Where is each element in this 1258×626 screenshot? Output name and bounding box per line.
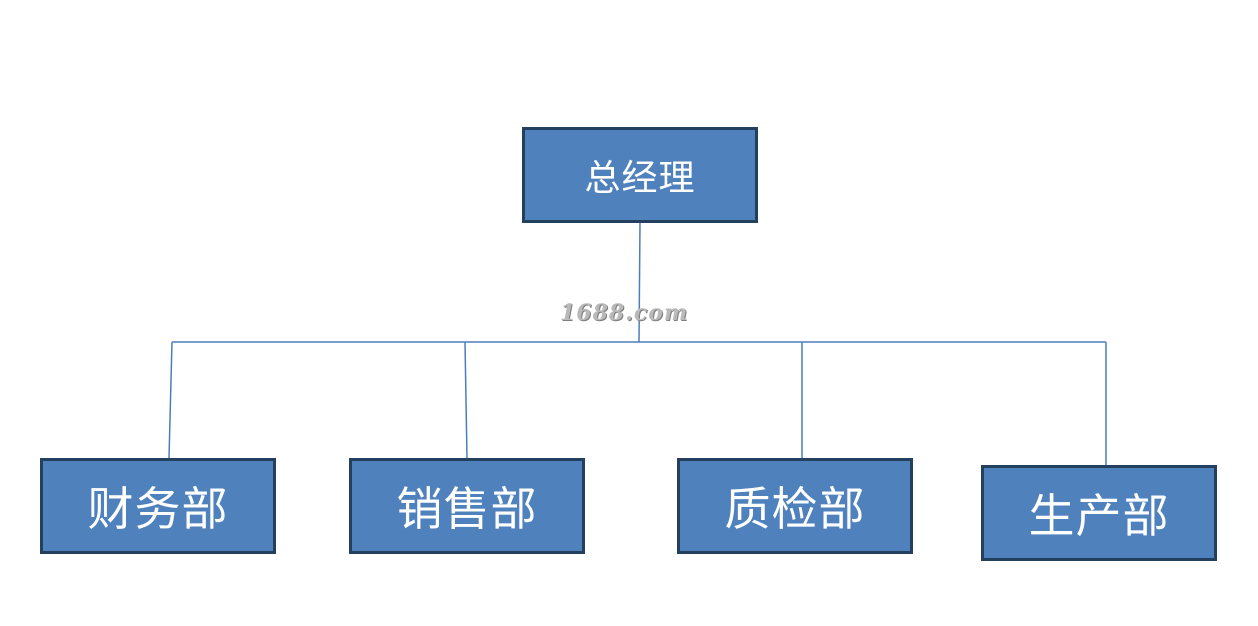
node-sales-dept-label: 销售部 [396,482,538,536]
node-sales-dept: 销售部 [349,458,585,554]
connector-finance [168,341,173,459]
connector-sales [464,341,468,459]
node-general-manager-label: 总经理 [584,158,696,199]
node-general-manager: 总经理 [522,127,758,223]
node-quality-dept: 质检部 [677,458,913,554]
node-production-dept-label: 生产部 [1028,489,1170,543]
node-production-dept: 生产部 [981,465,1217,561]
node-finance-dept: 财务部 [40,458,276,554]
node-finance-dept-label: 财务部 [87,482,229,536]
watermark: 1688.com [560,300,689,326]
node-quality-dept-label: 质检部 [724,482,866,536]
connector-root-down [638,222,641,343]
